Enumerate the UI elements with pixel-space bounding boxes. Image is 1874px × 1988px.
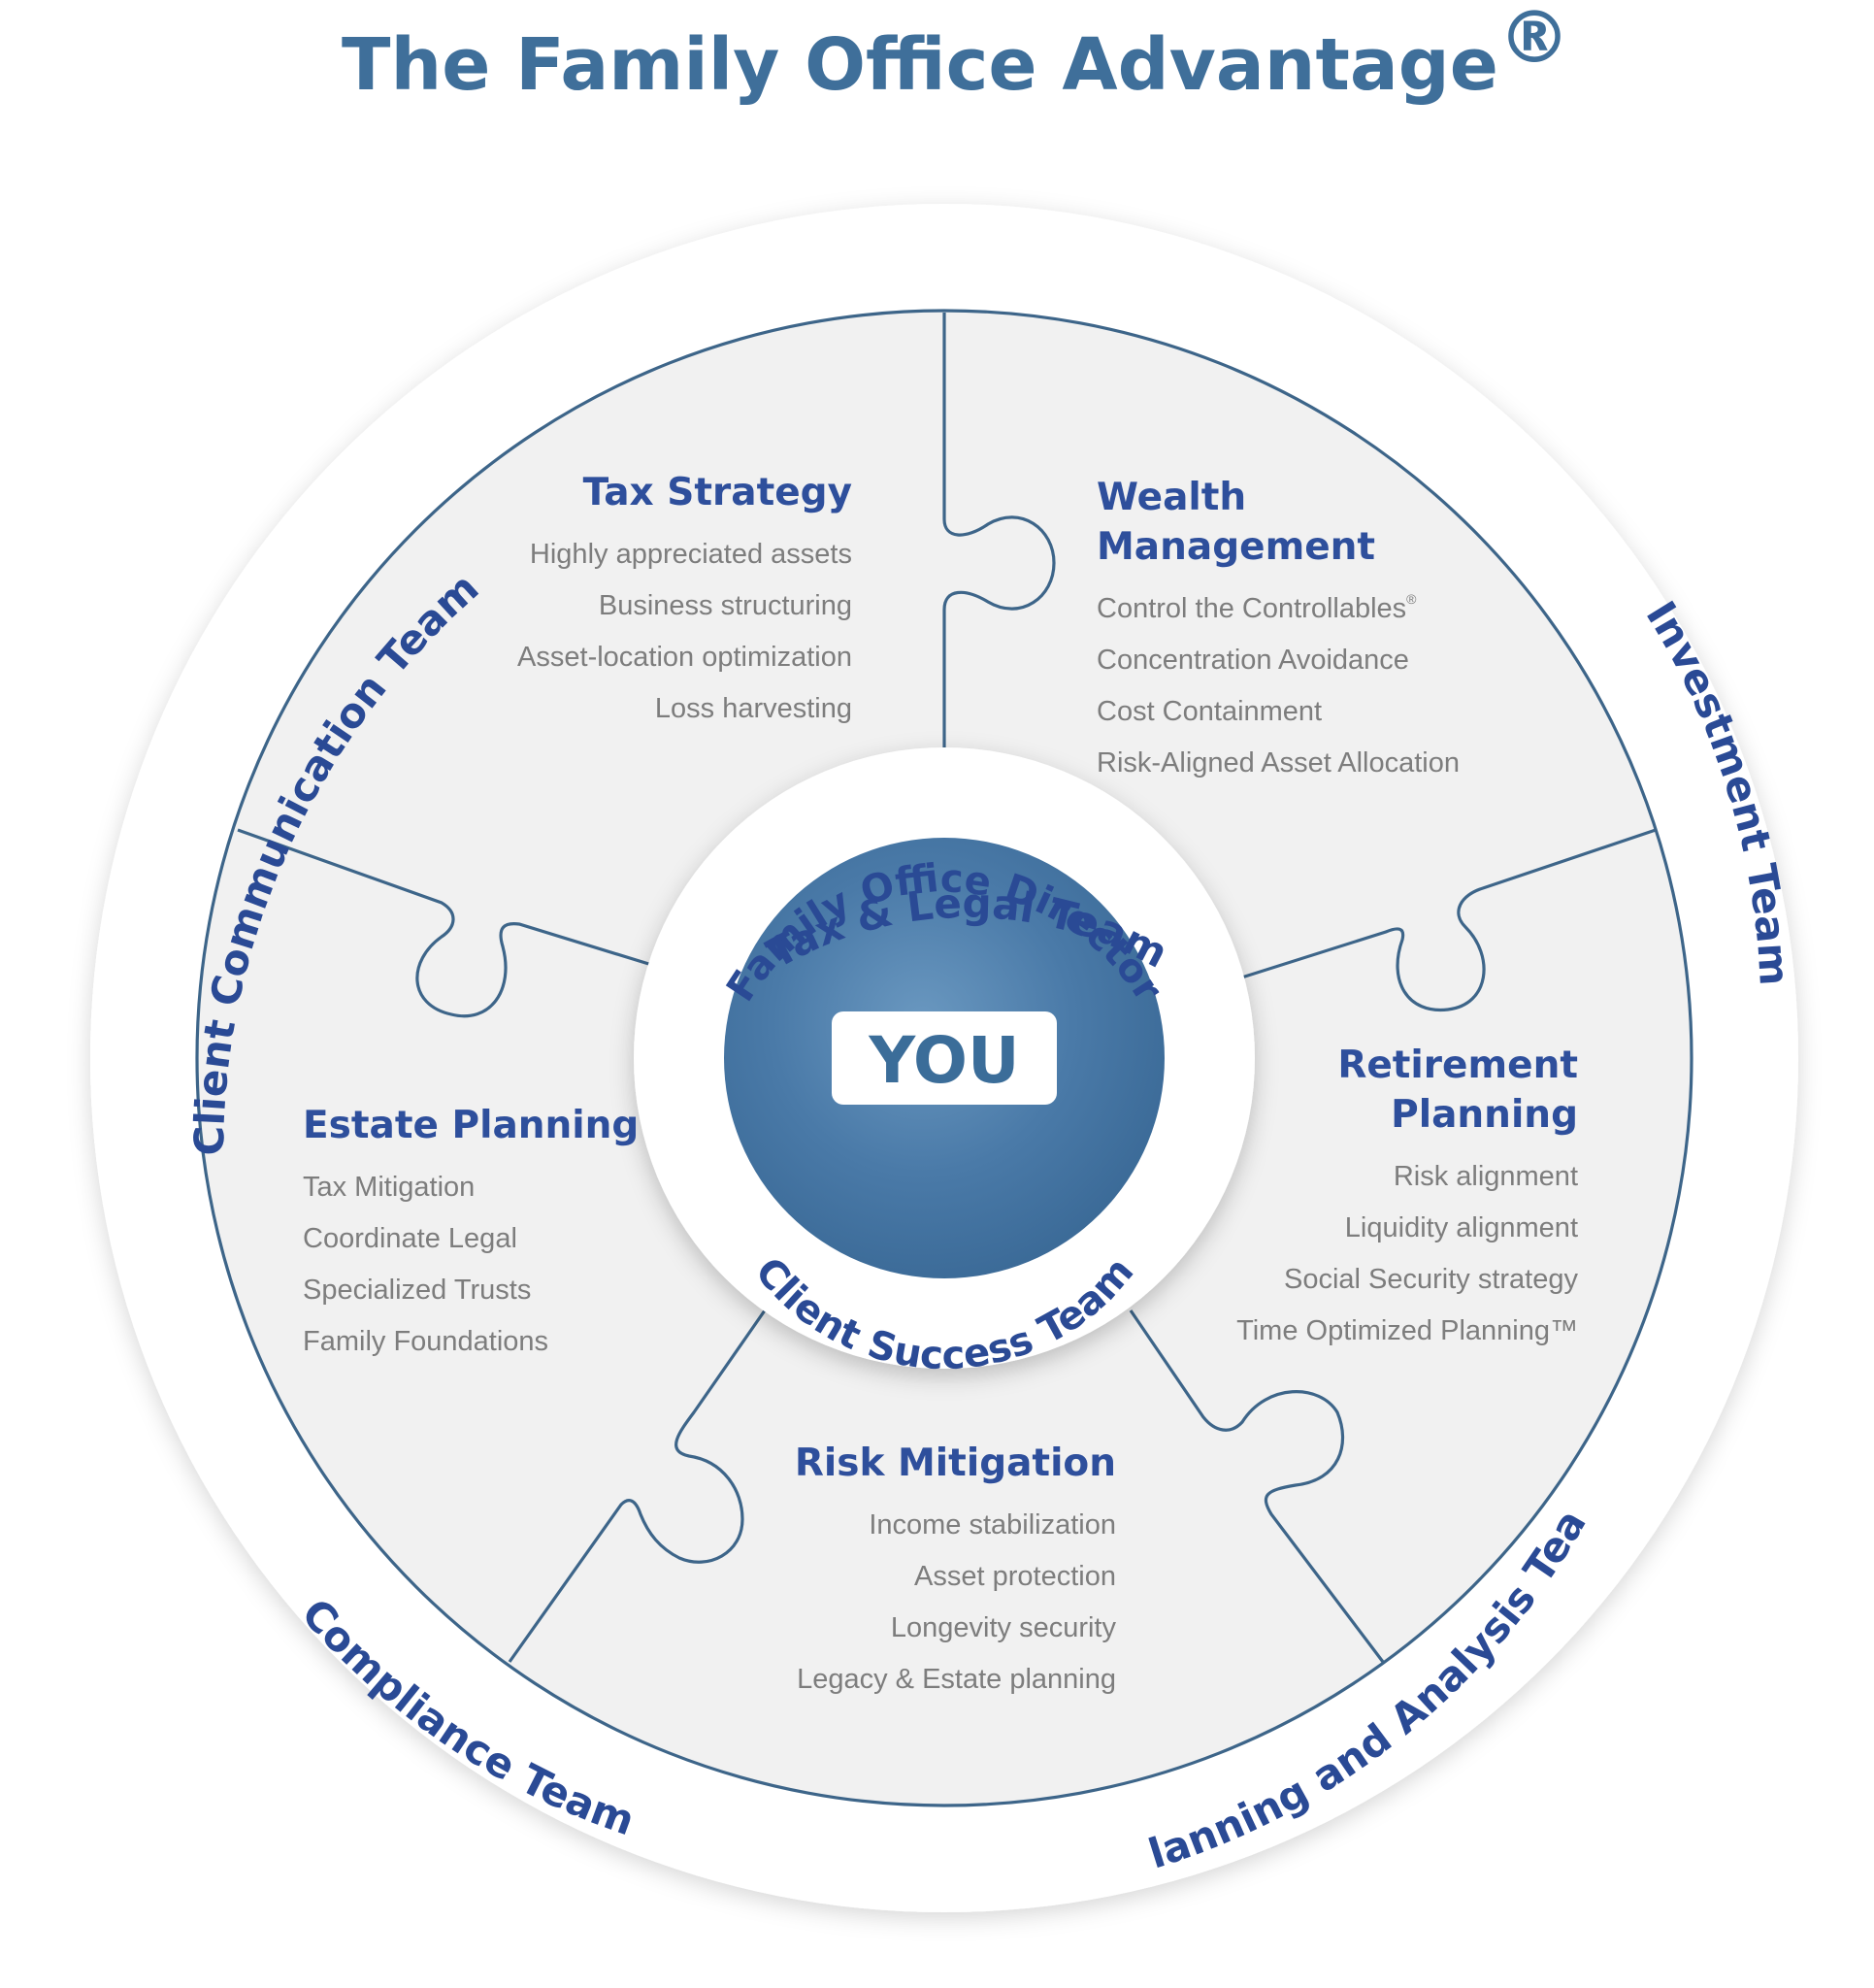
divider-top-puzzle-line bbox=[942, 313, 1056, 757]
page-title: The Family Office Advantage® bbox=[342, 0, 1570, 107]
divider-bottom-left-puzzle-line bbox=[508, 1309, 767, 1663]
section-item: Time Optimized Planning™ bbox=[1236, 1315, 1578, 1346]
section-item: Risk alignment bbox=[1394, 1161, 1578, 1192]
divider-left-puzzle-line bbox=[237, 828, 656, 1018]
section-item: Longevity security bbox=[891, 1612, 1117, 1643]
registered-mark: ® bbox=[1406, 591, 1417, 607]
puzzle-disc-outline bbox=[195, 309, 1693, 1807]
section-item: Specialized Trusts bbox=[303, 1275, 531, 1306]
section-item: Highly appreciated assets bbox=[530, 539, 852, 570]
you-badge-icon: YOU bbox=[832, 1011, 1057, 1105]
you-label: YOU bbox=[868, 1023, 1019, 1098]
section-item: Loss harvesting bbox=[655, 693, 852, 724]
divider-bottom-right-puzzle-line bbox=[1129, 1309, 1385, 1663]
section-title: Management bbox=[1097, 525, 1375, 569]
section-title: Wealth bbox=[1097, 476, 1246, 519]
section-item: Coordinate Legal bbox=[303, 1223, 517, 1254]
section-item: Liquidity alignment bbox=[1345, 1212, 1578, 1243]
section-item: Asset protection bbox=[914, 1561, 1116, 1592]
divider-right-puzzle-line bbox=[1232, 828, 1657, 1012]
section-item: Tax Mitigation bbox=[303, 1172, 475, 1203]
section-item: Income stabilization bbox=[869, 1509, 1116, 1541]
section-item: Asset-location optimization bbox=[517, 642, 852, 673]
section-title: Planning bbox=[1391, 1093, 1578, 1137]
section-item: Family Foundations bbox=[303, 1326, 548, 1357]
section-item: Concentration Avoidance bbox=[1097, 645, 1409, 676]
section-title: Retirement bbox=[1337, 1044, 1578, 1087]
section-title: Risk Mitigation bbox=[795, 1441, 1116, 1485]
section-item: Cost Containment bbox=[1097, 696, 1322, 727]
section-item: Business structuring bbox=[599, 590, 852, 621]
section-item: Legacy & Estate planning bbox=[797, 1664, 1116, 1695]
you-badge bbox=[832, 1011, 1057, 1105]
section-item: Risk-Aligned Asset Allocation bbox=[1097, 747, 1460, 779]
section-title: Estate Planning bbox=[303, 1104, 639, 1147]
section-item: Social Security strategy bbox=[1284, 1264, 1579, 1295]
section-title: Tax Strategy bbox=[583, 471, 852, 514]
section-item: Control the Controllables® bbox=[1097, 591, 1417, 624]
